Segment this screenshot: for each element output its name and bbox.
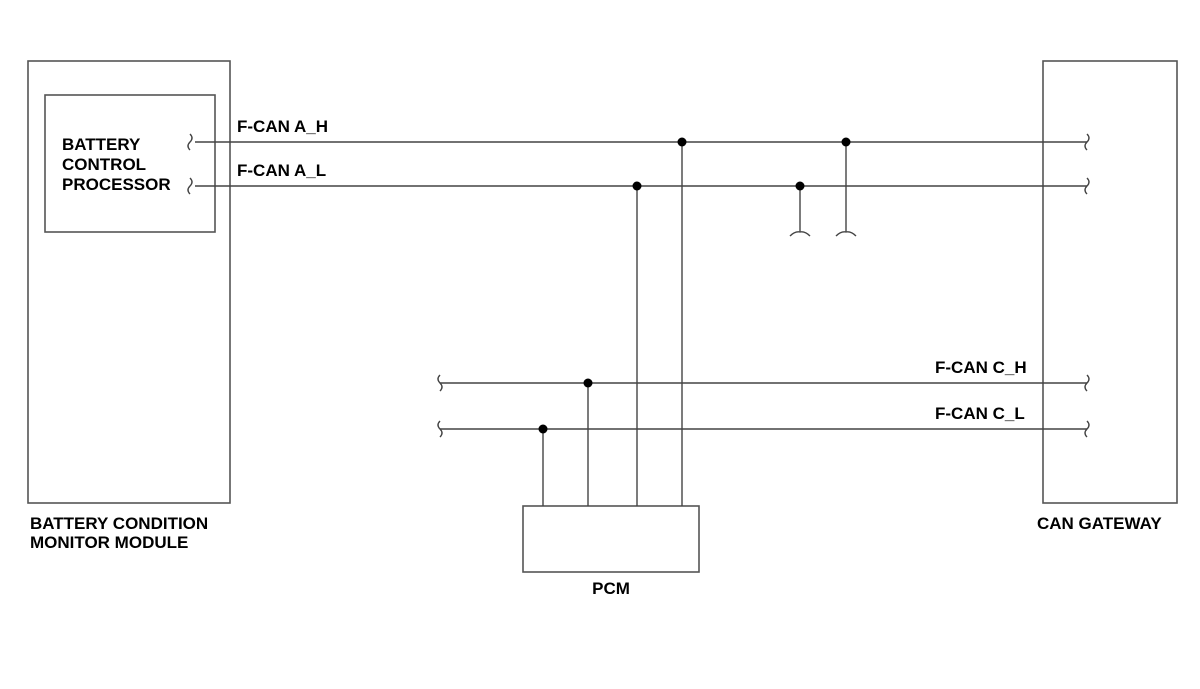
a-h-branch-break-icon: [835, 231, 857, 237]
pcm-label: PCM: [592, 579, 630, 598]
splice-dot: [538, 424, 548, 434]
can-gateway-label: CAN GATEWAY: [1037, 514, 1162, 533]
splice-dot: [583, 378, 593, 388]
gateway-a-l-connector-icon: [1084, 177, 1090, 195]
bcp-a-l-connector-icon: [187, 177, 193, 195]
splice-dot: [795, 181, 805, 191]
bcm-label-line2: MONITOR MODULE: [30, 533, 188, 552]
f-can-a-h-label: F-CAN A_H: [237, 117, 328, 136]
a-l-branch-break-icon: [789, 231, 811, 237]
bcm-label-line1: BATTERY CONDITION: [30, 514, 208, 533]
bcp-label-line3: PROCESSOR: [62, 175, 171, 194]
f-can-c-l-label: F-CAN C_L: [935, 404, 1025, 423]
bcp-label-line1: BATTERY: [62, 135, 141, 154]
bcp-label-line2: CONTROL: [62, 155, 146, 174]
c-l-left-break-icon: [437, 420, 443, 438]
f-can-c-h-label: F-CAN C_H: [935, 358, 1027, 377]
gateway-c-h-connector-icon: [1084, 374, 1090, 392]
c-h-left-break-icon: [437, 374, 443, 392]
splice-dot: [677, 137, 687, 147]
gateway-a-h-connector-icon: [1084, 133, 1090, 151]
battery-control-processor-box: [44, 94, 216, 233]
gateway-c-l-connector-icon: [1084, 420, 1090, 438]
pcm-box: [522, 505, 700, 573]
f-can-a-l-label: F-CAN A_L: [237, 161, 326, 180]
can-gateway-box: [1042, 60, 1178, 504]
splice-dot: [841, 137, 851, 147]
battery-condition-monitor-module-box: [27, 60, 231, 504]
splice-dot: [632, 181, 642, 191]
bcp-a-h-connector-icon: [187, 133, 193, 151]
